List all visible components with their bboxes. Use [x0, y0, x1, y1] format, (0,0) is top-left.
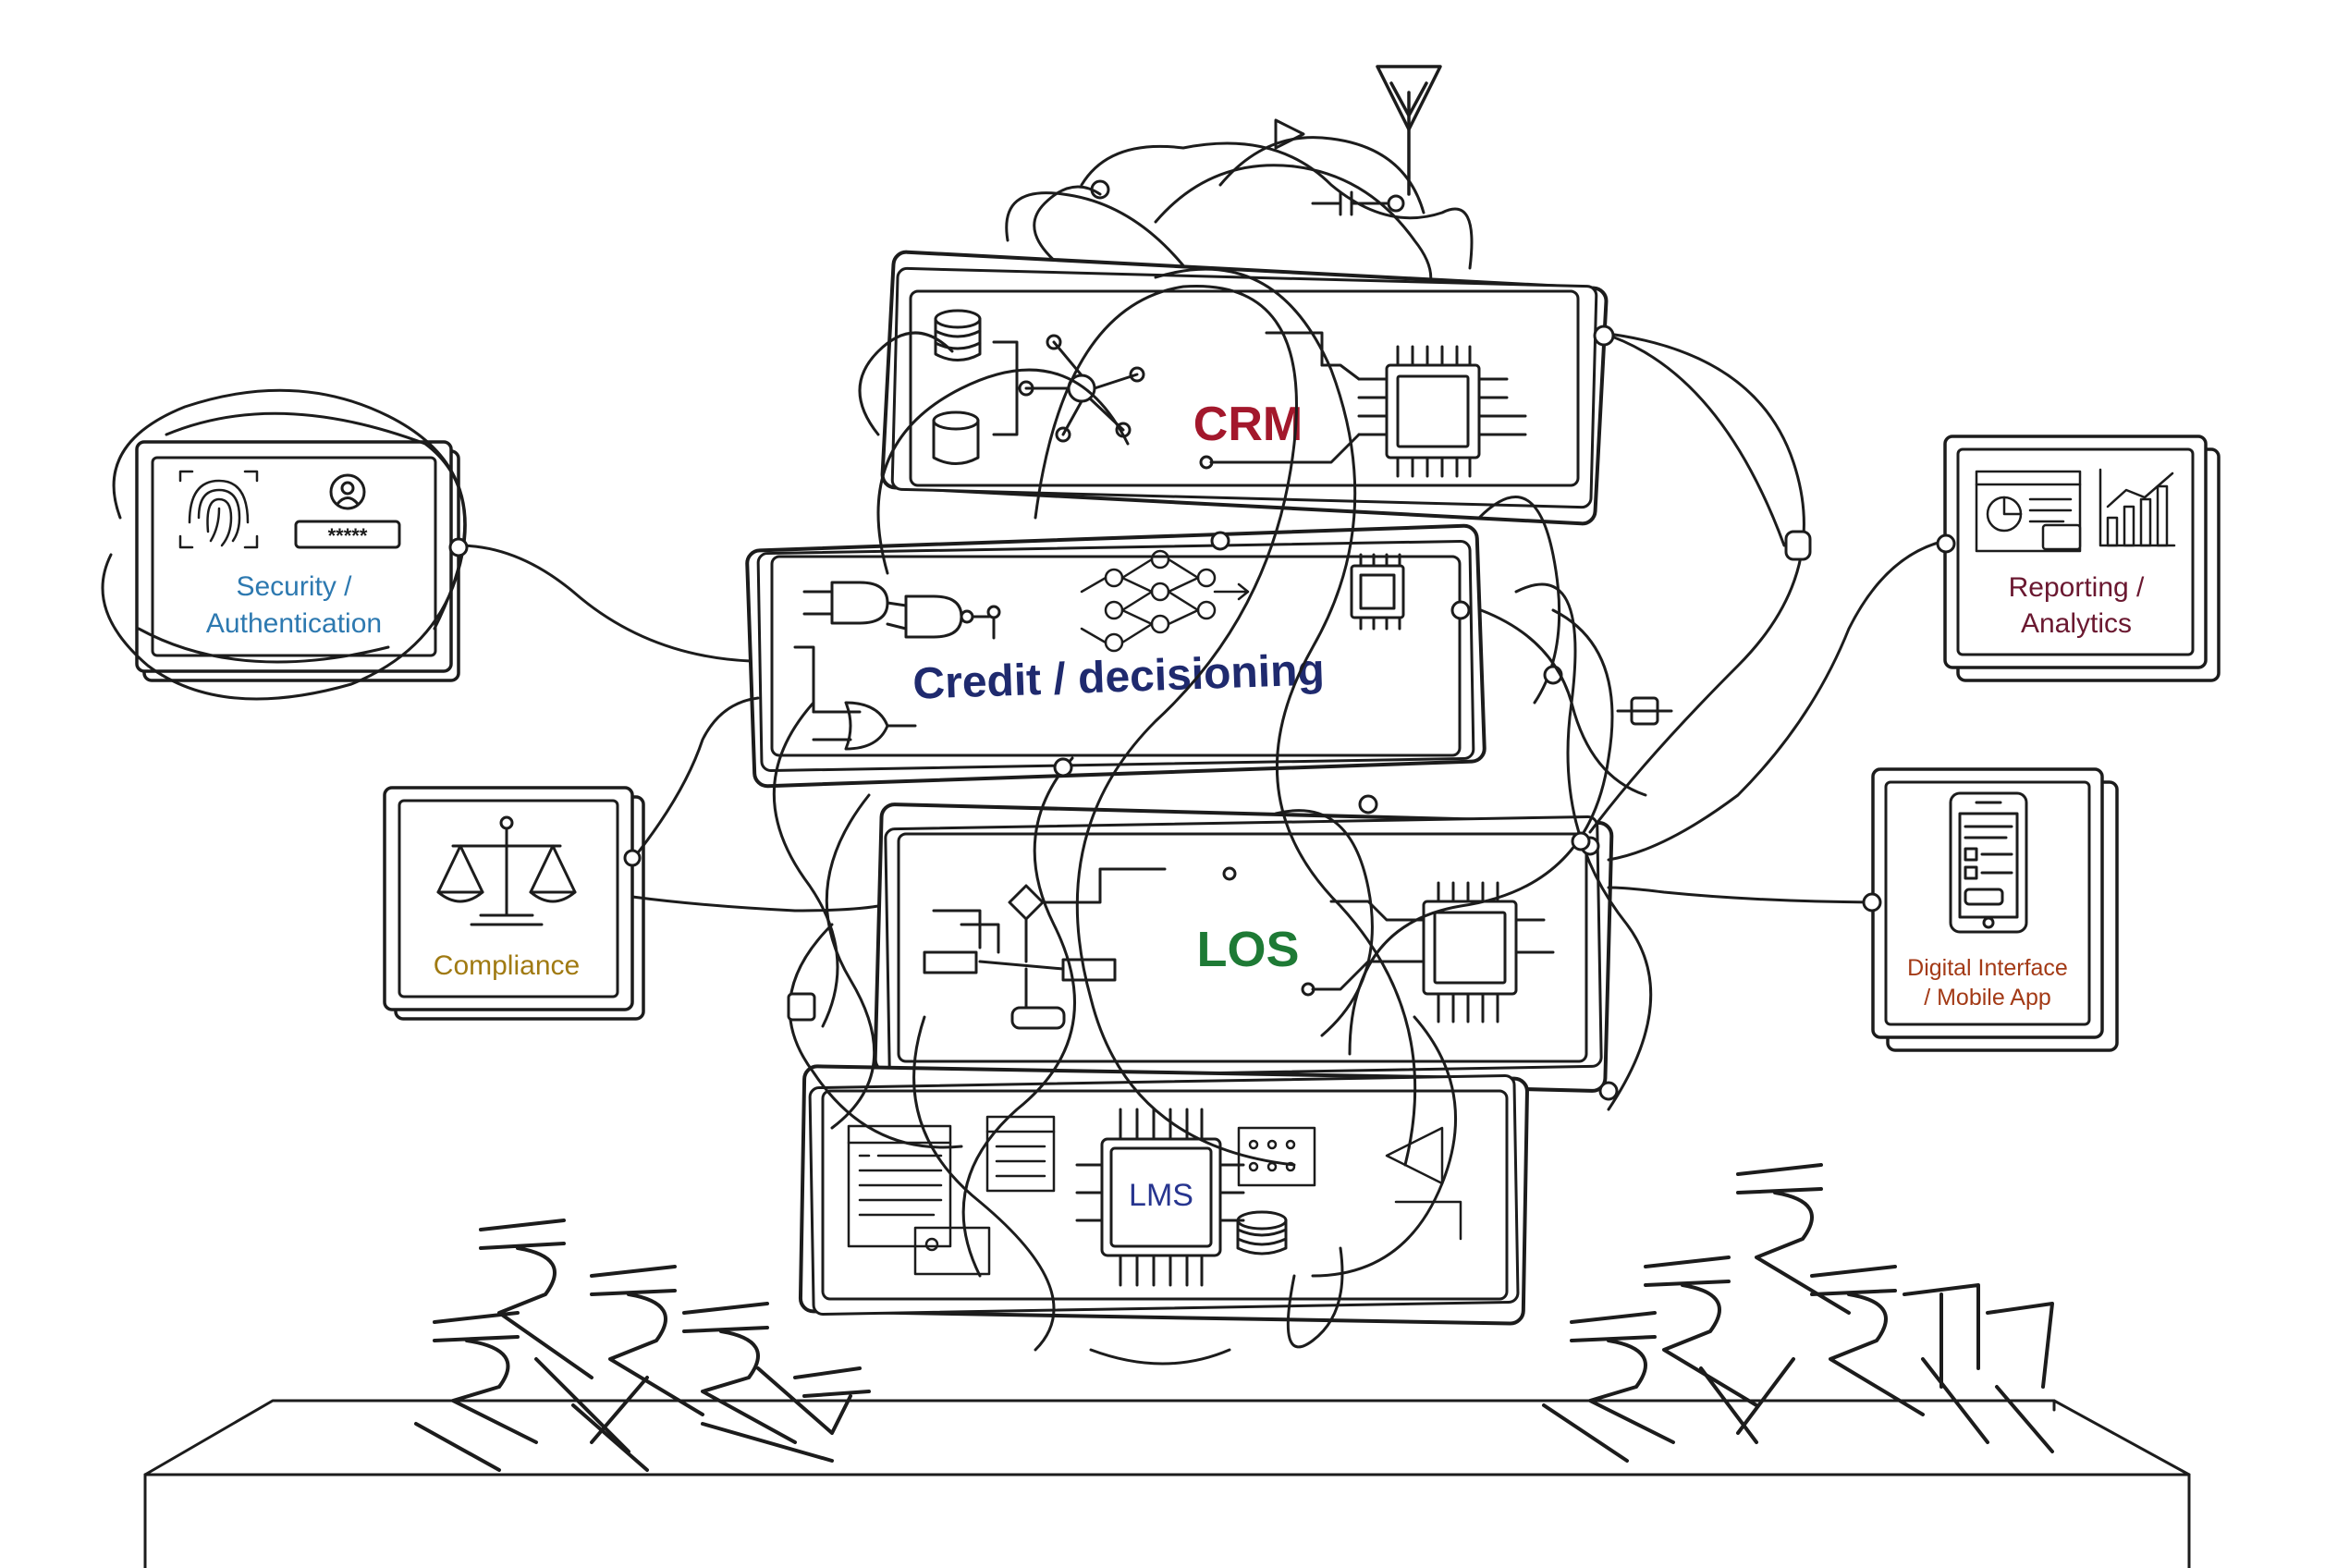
lms-module: LMS [798, 1064, 1529, 1326]
flowchart-icon [923, 867, 1167, 1030]
reporting-label-line1: Reporting / [2009, 572, 2145, 603]
digital-label-line2: / Mobile App [1924, 985, 2051, 1011]
microchip-icon [1075, 1108, 1245, 1287]
compliance-panel: Compliance [383, 786, 645, 1021]
reporting-analytics-panel: Reporting / Analytics [1943, 435, 2221, 682]
database-icon [932, 410, 980, 465]
microchip-icon [1350, 553, 1405, 631]
logic-gate-icon [793, 581, 1001, 751]
crm-module: CRM [880, 250, 1609, 526]
rupee-pile-left [414, 1219, 871, 1472]
pie-chart-icon [1975, 470, 2082, 553]
dashboard-window-icon [847, 1115, 1056, 1276]
database-icon [934, 309, 982, 361]
fingerprint-icon [178, 470, 259, 549]
mobile-phone-icon [1949, 791, 2028, 934]
neural-network-icon [1080, 549, 1250, 653]
pedestal [143, 1399, 2191, 1568]
antenna-icon [1376, 65, 1442, 196]
bar-chart-icon [2098, 468, 2176, 547]
wire-tangle-overlay [772, 267, 1673, 1366]
coin-stack-icon [1236, 1210, 1288, 1256]
reporting-label-line2: Analytics [2021, 608, 2132, 639]
crm-label: CRM [1193, 398, 1303, 451]
los-module: LOS [873, 802, 1614, 1093]
microchip-icon [1222, 866, 1555, 1023]
password-mask-text: ***** [328, 524, 368, 547]
security-label-line2: Authentication [206, 608, 382, 639]
credit-decisioning-module: Credit / decisioning [745, 523, 1487, 789]
lms-label: LMS [1129, 1178, 1193, 1213]
scales-of-justice-icon [436, 815, 577, 926]
compliance-label: Compliance [434, 950, 580, 981]
security-authentication-panel: ***** Security / Authentication [101, 388, 467, 701]
security-label-line1: Security / [236, 571, 352, 602]
digital-interface-panel: Digital Interface / Mobile App [1871, 767, 2119, 1052]
data-grid-icon [1237, 1126, 1462, 1241]
rupee-pile-right [1542, 1163, 2054, 1463]
digital-label-line1: Digital Interface [1907, 955, 2068, 981]
connector-wires [448, 325, 1956, 913]
los-label: LOS [1196, 922, 1299, 977]
user-account-icon [294, 473, 401, 549]
